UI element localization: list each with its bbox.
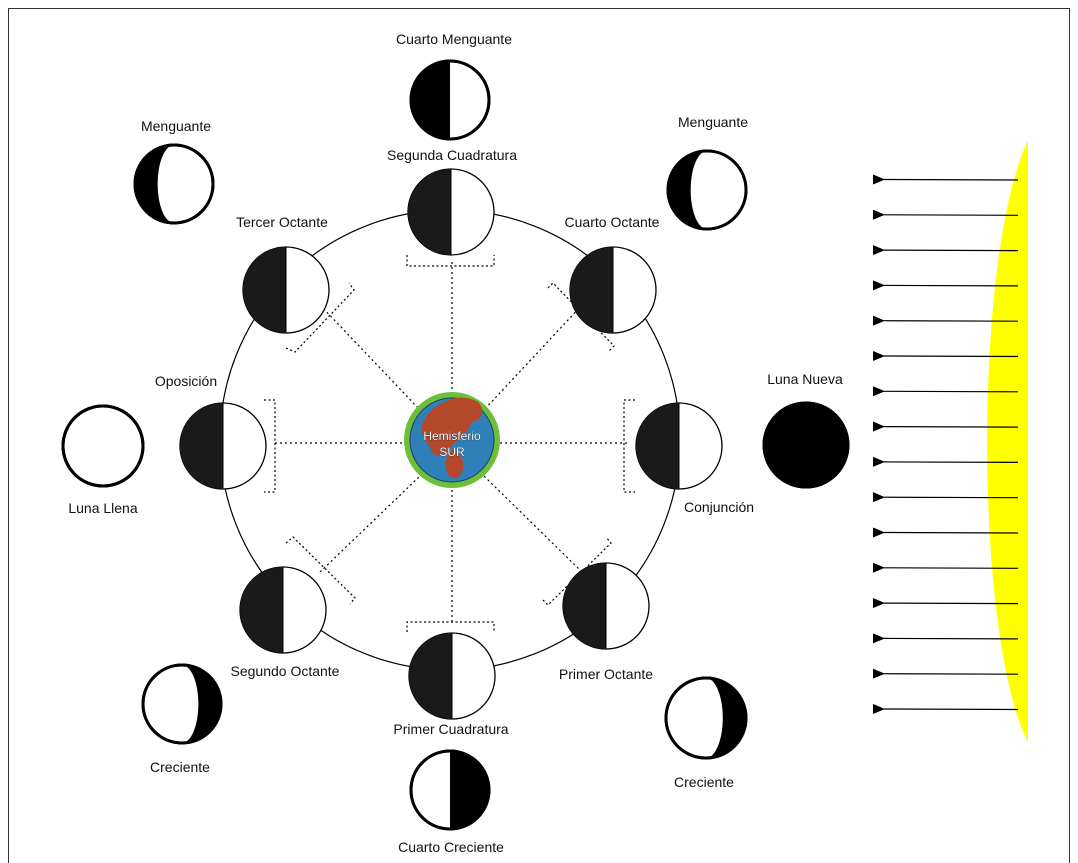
spoke-upper-left (319, 304, 421, 411)
moon-shadow (182, 665, 221, 743)
bracket-bottom (406, 621, 495, 632)
apparent-moon-luna-nueva (762, 401, 850, 489)
orbit-moon-primer-cuadratura (408, 632, 496, 720)
bracket-top (406, 255, 495, 267)
moon-outline (409, 59, 491, 141)
spoke-upper-right (483, 304, 583, 411)
sun-ray-arrow (872, 209, 1019, 220)
sun-ray-arrow (872, 280, 1019, 291)
sun-ray-arrow (872, 386, 1019, 397)
sun-ray-arrow (872, 527, 1019, 538)
moon-dark-half (409, 633, 452, 719)
apparent-moon-cuarto-creciente (409, 749, 491, 831)
sun-ray-arrow (872, 350, 1019, 361)
moon-dark-half (180, 403, 223, 489)
orbit-moon-conjuncion (635, 402, 723, 490)
sun-ray-arrow (872, 598, 1019, 609)
moon-dark-half (243, 247, 286, 333)
sunlight-rays (872, 174, 1019, 714)
moon-shadow (450, 751, 489, 829)
moon-dark-half (408, 169, 451, 255)
label-primer-octante: Primer Octante (559, 666, 653, 682)
spoke-lower-left (319, 475, 421, 573)
moon-shadow (411, 61, 450, 139)
moon-outline (61, 404, 145, 488)
apparent-moon-creciente-right (664, 676, 748, 760)
label-menguante-left: Menguante (141, 118, 211, 134)
apparent-moon-cuarto-menguante (409, 59, 491, 141)
label-creciente-left: Creciente (150, 759, 210, 775)
orbit-moons (179, 168, 723, 720)
moon-dark-half (570, 247, 613, 333)
moon-light (666, 678, 723, 758)
earth: Hemisferio SUR (404, 392, 500, 488)
moon-outline (133, 143, 215, 225)
sun (987, 140, 1028, 742)
orbit-phase-labels: Segunda Cuadratura Cuarto Octante Conjun… (155, 147, 754, 737)
label-oposicion: Oposición (155, 373, 217, 389)
sun-ray-arrow (872, 703, 1019, 714)
apparent-moon-luna-llena (61, 404, 145, 488)
label-segundo-octante: Segundo Octante (231, 663, 340, 679)
label-cuarto-menguante: Cuarto Menguante (396, 31, 512, 47)
label-menguante-right: Menguante (678, 114, 748, 130)
label-conjuncion: Conjunción (684, 499, 754, 515)
bracket-upper-left (285, 282, 355, 353)
sun-ray-arrow (872, 315, 1019, 326)
moon-outline (664, 676, 748, 760)
sun-ray-arrow (872, 421, 1019, 432)
bracket-right (623, 399, 635, 493)
orbit-moon-primer-octante (562, 562, 650, 650)
sun-ray-arrow (872, 633, 1019, 644)
moon-dark-half (563, 563, 606, 649)
moon-light (690, 151, 746, 230)
label-primer-cuadratura: Primer Cuadratura (393, 721, 508, 737)
label-luna-llena: Luna Llena (68, 500, 138, 516)
orbit-moon-tercer-octante (242, 246, 330, 334)
label-creciente-right: Creciente (674, 774, 734, 790)
sun-ray-arrow (872, 668, 1019, 679)
orbit-moon-cuarto-octante (569, 246, 657, 334)
moon-outline (409, 749, 491, 831)
apparent-phase-moons (61, 59, 850, 831)
label-cuarto-creciente: Cuarto Creciente (398, 839, 504, 855)
earth-land-north (421, 397, 483, 456)
apparent-moon-menguante-right (666, 149, 748, 231)
orbit-moon-segundo-octante (239, 566, 327, 654)
sun-ray-arrow (872, 562, 1019, 573)
label-segunda-cuadratura: Segunda Cuadratura (387, 147, 517, 163)
earth-land-south (445, 450, 464, 479)
sun-ray-arrow (872, 456, 1019, 467)
earth-label-line2: SUR (439, 445, 465, 459)
earth-label-line1: Hemisferio (423, 429, 481, 443)
sun-ray-arrow (872, 492, 1019, 503)
moon-dark-half (240, 567, 283, 653)
apparent-moon-creciente-left (141, 663, 223, 745)
moon-outline (666, 149, 748, 231)
apparent-phase-labels: Cuarto Menguante Menguante Luna Nueva Cr… (68, 31, 843, 855)
label-tercer-octante: Tercer Octante (236, 214, 328, 230)
bracket-left (264, 399, 276, 493)
moon-outline (762, 401, 850, 489)
apparent-moon-menguante-left (133, 143, 215, 225)
moon-outline (141, 663, 223, 745)
label-luna-nueva: Luna Nueva (767, 371, 843, 387)
orbit-moon-oposicion (179, 402, 267, 490)
sun-ray-arrow (872, 245, 1019, 256)
orbit-moon-segunda-cuadratura (407, 168, 495, 256)
moon-shadow (135, 145, 174, 223)
dotted-spokes (275, 262, 630, 622)
sun-ray-arrow (872, 174, 1019, 185)
label-cuarto-octante: Cuarto Octante (565, 214, 660, 230)
moon-dark-half (636, 403, 679, 489)
bracket-lower-left (285, 536, 356, 605)
